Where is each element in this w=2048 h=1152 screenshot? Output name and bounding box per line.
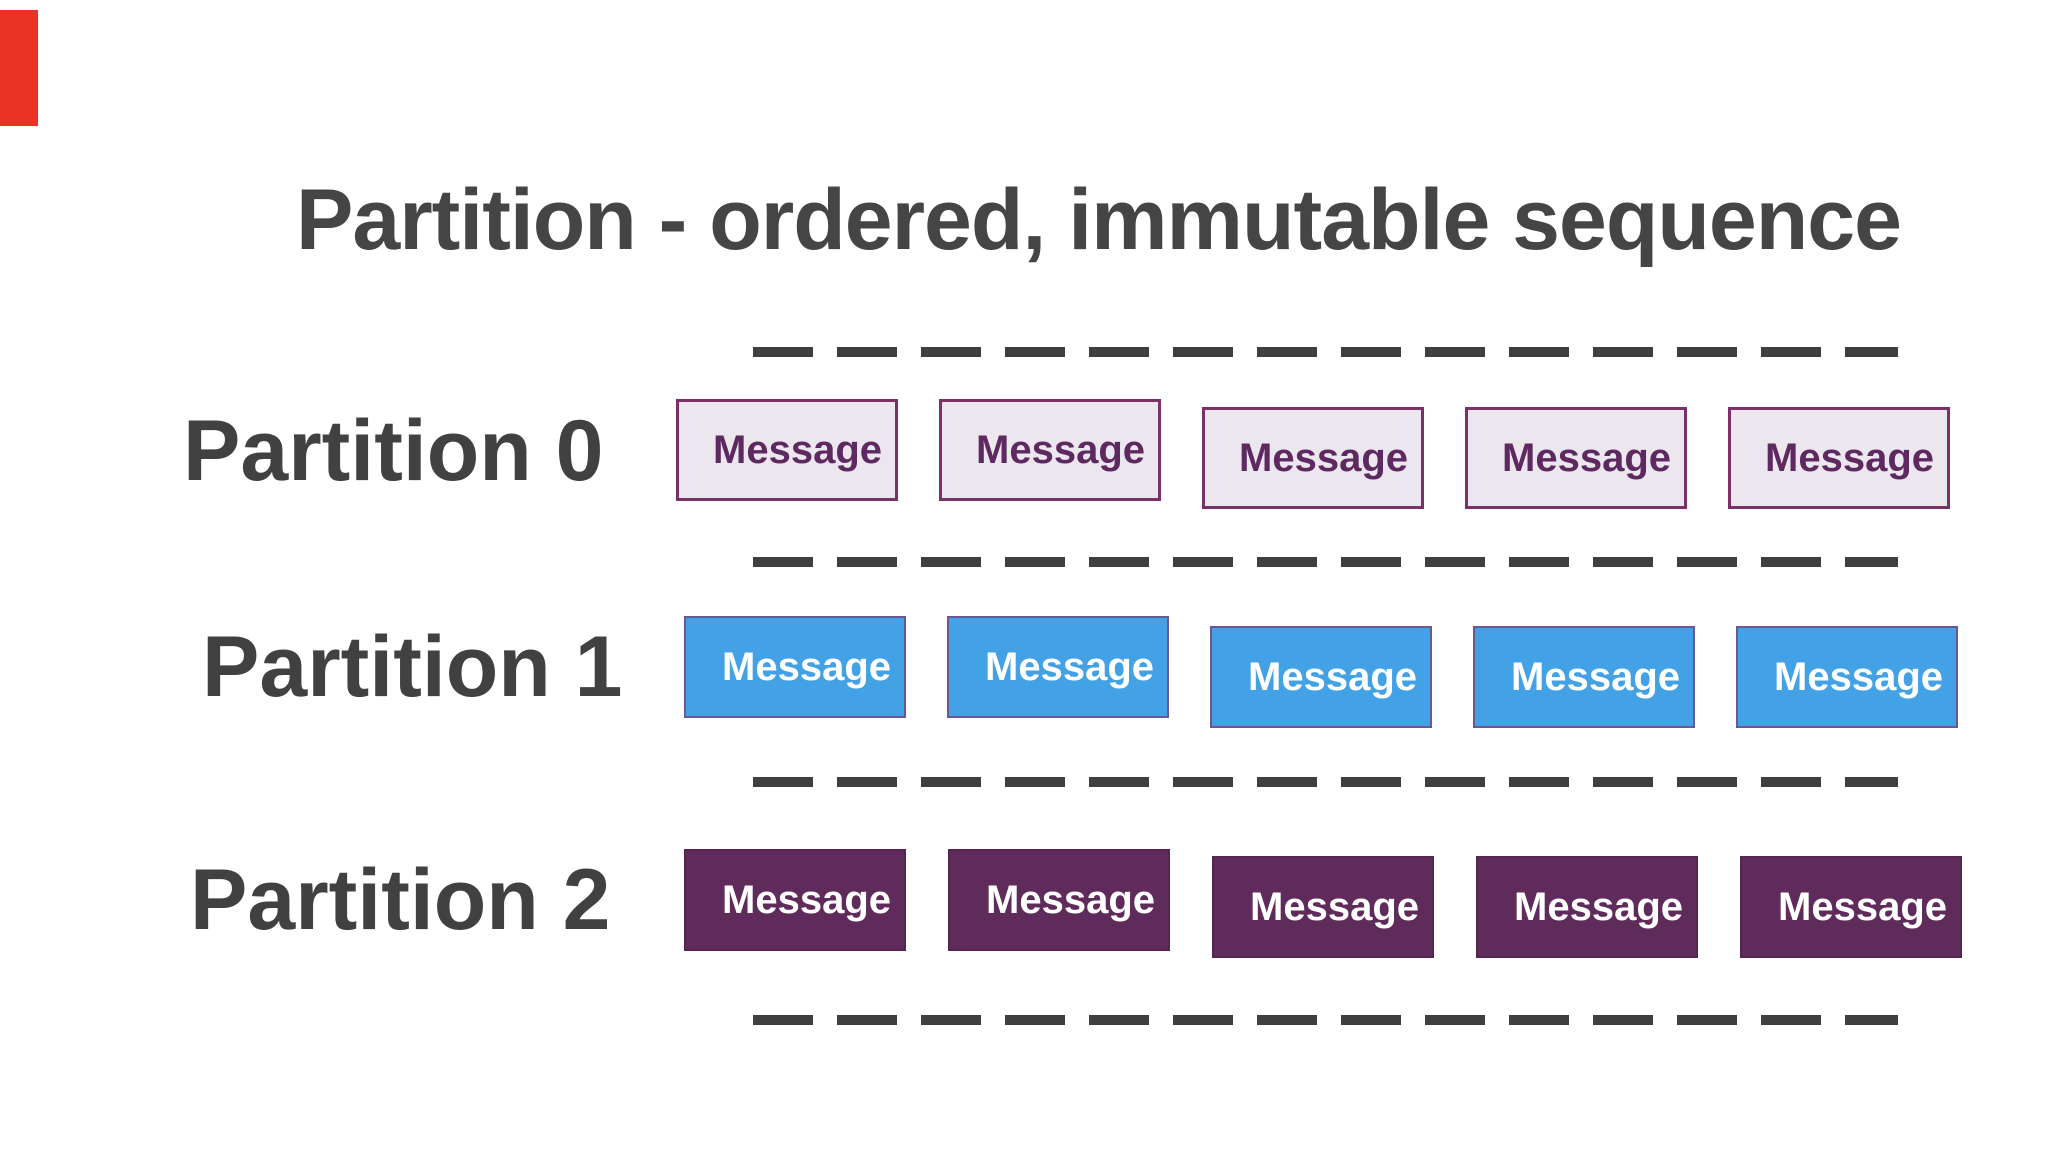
message-label: Message (1250, 884, 1419, 929)
message-box: Message (1476, 856, 1698, 958)
message-label: Message (1511, 654, 1680, 699)
message-box: Message (684, 616, 906, 718)
message-box: Message (1473, 626, 1695, 728)
message-box: Message (1465, 407, 1687, 509)
dashed-separator-2 (753, 557, 1898, 567)
message-box: Message (1210, 626, 1432, 728)
partition-1-label: Partition 1 (202, 619, 623, 715)
dashed-separator-4 (753, 1015, 1898, 1025)
partition-2-row: Message Message Message Message Message (684, 849, 1962, 958)
red-corner-marker (0, 10, 38, 126)
message-box: Message (684, 849, 906, 951)
message-box: Message (947, 616, 1169, 718)
message-box: Message (1728, 407, 1950, 509)
message-box: Message (939, 399, 1161, 501)
message-box: Message (1212, 856, 1434, 958)
message-box: Message (948, 849, 1170, 951)
partition-0-row: Message Message Message Message Message (676, 399, 1950, 509)
message-label: Message (1765, 435, 1934, 480)
message-label: Message (985, 644, 1154, 689)
message-label: Message (1774, 654, 1943, 699)
message-label: Message (976, 427, 1145, 472)
message-label: Message (713, 427, 882, 472)
message-label: Message (1514, 884, 1683, 929)
dashed-separator-1 (753, 347, 1898, 357)
partition-2-label: Partition 2 (190, 852, 611, 948)
partition-0-label: Partition 0 (183, 403, 604, 499)
message-label: Message (986, 877, 1155, 922)
message-label: Message (1502, 435, 1671, 480)
message-label: Message (722, 877, 891, 922)
message-box: Message (1202, 407, 1424, 509)
message-label: Message (1248, 654, 1417, 699)
message-box: Message (1736, 626, 1958, 728)
slide-title: Partition - ordered, immutable sequence (296, 172, 1902, 268)
partition-1-row: Message Message Message Message Message (684, 616, 1958, 728)
message-label: Message (1778, 884, 1947, 929)
message-label: Message (722, 644, 891, 689)
message-label: Message (1239, 435, 1408, 480)
message-box: Message (676, 399, 898, 501)
dashed-separator-3 (753, 777, 1898, 787)
message-box: Message (1740, 856, 1962, 958)
